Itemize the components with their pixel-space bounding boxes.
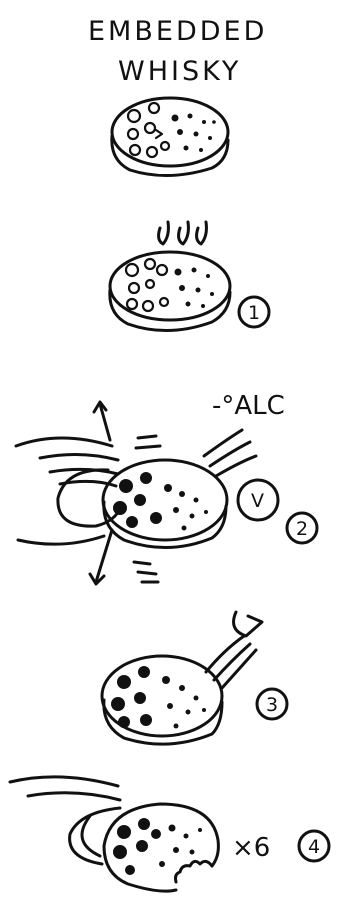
hand-icon	[16, 438, 118, 544]
svg-text:4: 4	[308, 836, 320, 858]
alcohol-evaporation-label: -°ALC	[212, 391, 285, 421]
svg-text:3: 3	[266, 694, 278, 716]
svg-text:2: 2	[296, 518, 308, 540]
step-number-4: 4	[299, 831, 329, 861]
title-line-2: WHISKY	[118, 56, 241, 87]
step-number-1: 1	[239, 297, 269, 327]
chocolate-disc-intro	[112, 98, 228, 176]
step-4: ×6 4	[10, 777, 329, 891]
steam-icon	[159, 222, 207, 244]
title-line-1: EMBEDDED	[88, 16, 267, 47]
rotate-arrow-icon	[90, 402, 112, 584]
step-3: 3	[102, 612, 287, 744]
multiplier-label: ×6	[232, 833, 270, 863]
svg-text:1: 1	[248, 302, 260, 324]
step-1: 1	[110, 222, 269, 331]
svg-text:V: V	[251, 490, 264, 512]
step-number-2: 2	[287, 513, 317, 543]
step-2: -°ALC V 2	[16, 391, 317, 584]
step-number-3: 3	[257, 689, 287, 719]
check-symbol: V	[238, 480, 278, 520]
